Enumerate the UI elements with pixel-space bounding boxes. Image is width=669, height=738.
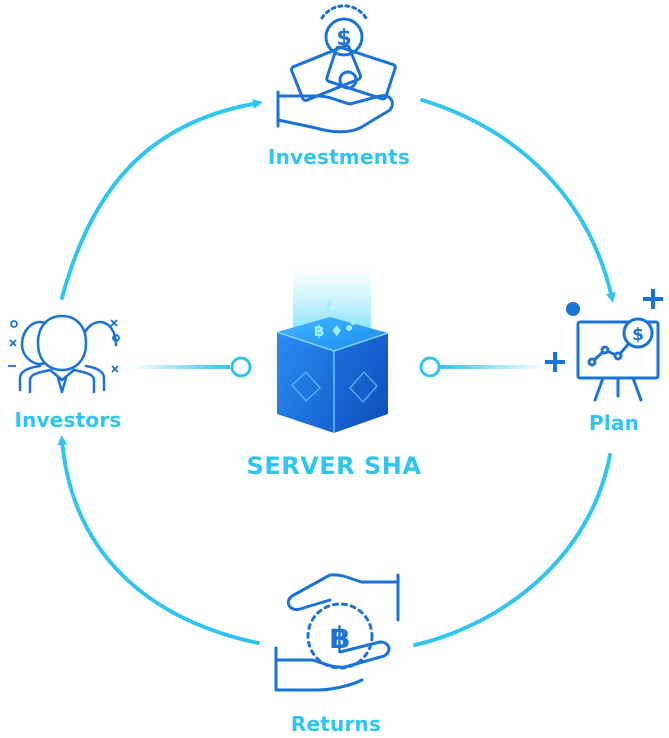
returns-label: Returns <box>290 712 382 736</box>
svg-text:Ł: Ł <box>325 300 335 316</box>
connector-left <box>130 356 252 378</box>
server-cube-icon: ฿ ♦ Ł <box>276 268 389 433</box>
svg-text:$: $ <box>632 325 644 345</box>
cycle-arrows <box>57 98 616 647</box>
plan-label: Plan <box>588 411 640 435</box>
svg-text:฿: ฿ <box>314 322 324 340</box>
arrow-plan-to-returns <box>413 453 612 647</box>
connector-right <box>419 356 545 378</box>
investors-decorations <box>8 319 120 373</box>
arrow-investors-to-investments <box>60 98 263 300</box>
bitcoin-exchange-hands-icon: ฿ <box>274 573 400 692</box>
svg-text:♦: ♦ <box>330 322 343 340</box>
arrow-investments-to-plan <box>420 98 616 303</box>
svg-text:฿: ฿ <box>330 621 351 656</box>
arrow-returns-to-investors <box>57 435 260 645</box>
server-title: SERVER SHA <box>246 452 422 480</box>
presentation-chart-icon: $ <box>576 317 660 402</box>
investments-label: Investments <box>267 145 411 169</box>
investors-label: Investors <box>14 408 122 432</box>
money-hand-icon: $ <box>276 4 397 134</box>
people-group-icon <box>18 314 118 394</box>
plan-decorations <box>545 289 663 372</box>
